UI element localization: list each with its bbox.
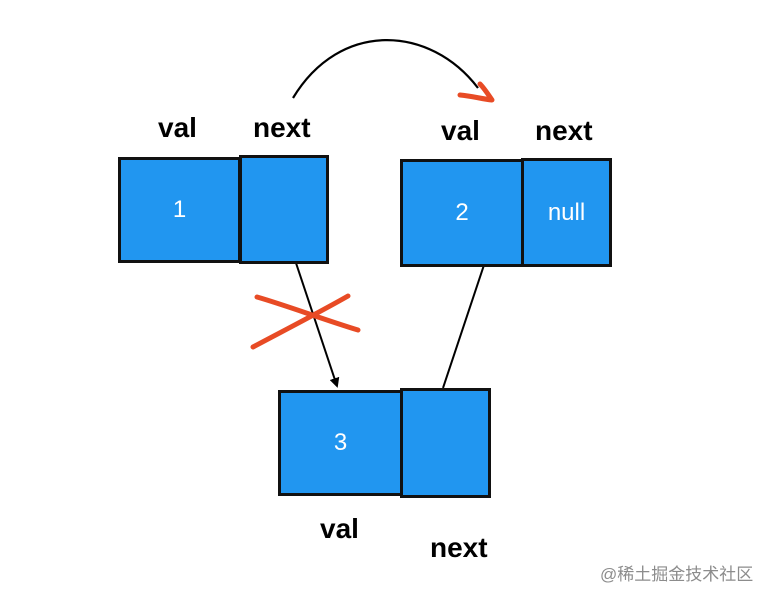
node1-next-label: next — [253, 112, 311, 143]
node3-next-box — [400, 388, 491, 498]
node2-next-value: null — [547, 198, 586, 226]
node3-value: 3 — [333, 429, 348, 456]
cross-out-mark-stroke-2 — [250, 293, 351, 350]
node3-val-label: val — [320, 513, 359, 544]
node1-val-box — [118, 157, 241, 263]
node3-next-label: next — [430, 532, 488, 563]
node2-value: 2 — [455, 199, 469, 226]
curved-pointer-arrow — [292, 39, 479, 99]
new-pointer-arrow — [442, 242, 494, 389]
node2-next-box — [521, 158, 612, 267]
node1-next-box — [239, 155, 329, 264]
node1-value: 1 — [172, 196, 187, 223]
node1-val-label: val — [158, 112, 197, 143]
node2-val-box — [400, 159, 524, 267]
curved-arrow-head-mark — [457, 81, 495, 103]
watermark: @稀土掘金技术社区 — [600, 565, 754, 584]
node2-next-label: next — [535, 115, 593, 146]
node2-val-label: val — [441, 115, 480, 146]
cross-out-mark — [254, 294, 361, 333]
node3-val-box — [278, 390, 403, 496]
